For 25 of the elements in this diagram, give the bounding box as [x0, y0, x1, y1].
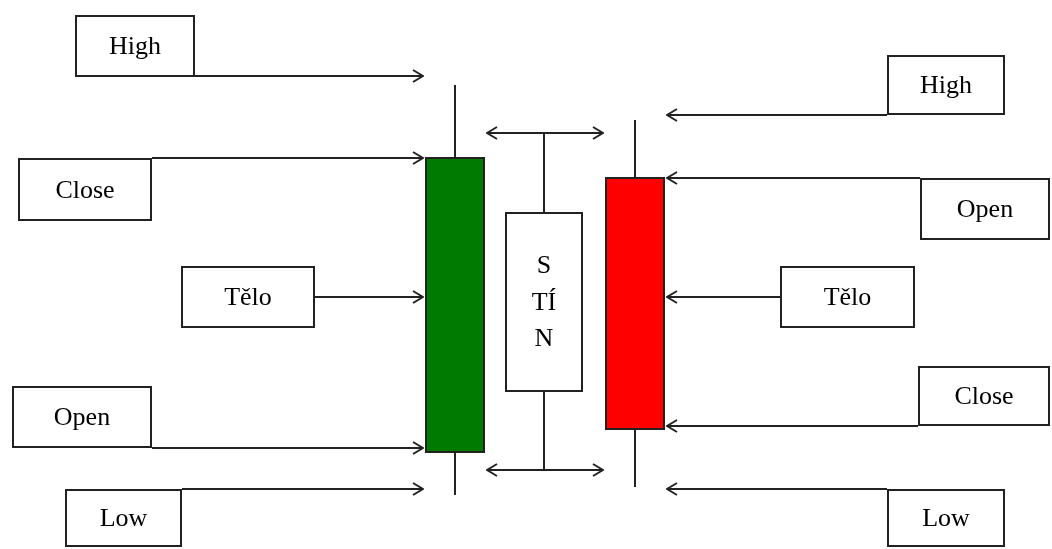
label-box: Tělo	[780, 266, 915, 328]
arrow	[314, 290, 424, 304]
label-box: Close	[18, 158, 152, 221]
arrow	[666, 290, 781, 304]
arrow	[151, 441, 424, 455]
arrow	[543, 126, 604, 213]
candlestick-drawing	[605, 120, 665, 487]
label-box: High	[887, 55, 1005, 115]
label-box: Open	[920, 178, 1050, 240]
arrow	[666, 108, 888, 122]
arrow	[666, 482, 888, 496]
label-box: Low	[887, 489, 1005, 547]
label-box: Tělo	[181, 266, 315, 328]
arrow	[666, 419, 919, 433]
arrow	[181, 482, 424, 496]
label-box: Close	[918, 366, 1050, 426]
label-box: High	[75, 15, 195, 77]
arrow	[194, 69, 424, 83]
label-box: Open	[12, 386, 152, 448]
arrow	[543, 391, 604, 477]
candlestick-drawing	[425, 85, 485, 495]
label-box: STÍN	[505, 212, 583, 392]
arrow	[151, 151, 424, 165]
label-box: Low	[65, 489, 182, 547]
arrow	[666, 171, 921, 185]
